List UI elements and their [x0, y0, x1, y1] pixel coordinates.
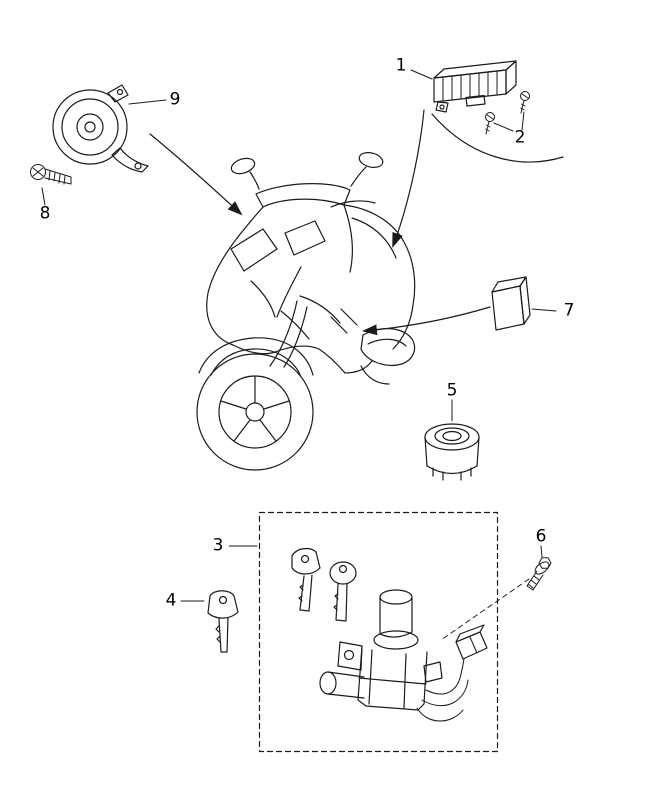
leader-2a — [493, 122, 514, 132]
left-mirror — [230, 157, 256, 175]
leader-arrows — [149, 109, 564, 336]
front-wheel — [196, 353, 314, 471]
callout-label-8: 8 — [39, 203, 51, 224]
relay-arrow — [362, 306, 491, 336]
callout-label-2: 2 — [514, 127, 526, 148]
regulator-screws-part — [485, 91, 530, 135]
callout-label-3: 3 — [212, 535, 224, 556]
relay-part — [491, 276, 531, 331]
leader-6 — [540, 545, 543, 558]
leader-6-dashed — [440, 578, 530, 641]
regulator-arrow — [392, 109, 425, 248]
ignition-switch-part — [319, 589, 488, 722]
regulator-sweep-curve — [431, 113, 564, 163]
horn-arrow — [149, 133, 243, 216]
spare-key-part — [207, 590, 239, 653]
grommet-part — [424, 423, 480, 481]
right-mirror — [358, 152, 384, 168]
callout-label-1: 1 — [395, 55, 407, 76]
leader-7 — [531, 308, 557, 312]
leader-1 — [410, 69, 433, 80]
key-pair-part — [291, 547, 357, 622]
leader-9 — [128, 99, 167, 105]
horn-screw-part — [30, 164, 72, 185]
callout-label-5: 5 — [446, 380, 458, 401]
lock-set-dashed-box — [258, 511, 499, 753]
leader-2b — [521, 111, 525, 131]
leader-8 — [41, 187, 46, 206]
scooter-illustration — [196, 152, 416, 471]
switch-screw-part — [526, 557, 552, 591]
leader-lines — [41, 69, 557, 641]
callout-label-6: 6 — [535, 526, 547, 547]
callout-label-7: 7 — [563, 300, 575, 321]
callout-label-9: 9 — [169, 89, 181, 110]
voltage-regulator-part — [433, 60, 517, 113]
horn-part — [52, 84, 149, 173]
callout-label-4: 4 — [165, 590, 177, 611]
